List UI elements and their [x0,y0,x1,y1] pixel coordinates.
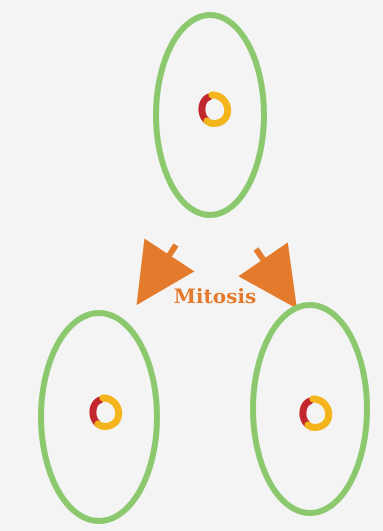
daughter-cell-left [41,313,157,521]
parent-cell [156,15,264,215]
daughter-cell-right-chromosome [303,399,329,427]
chromosome-red-strand [202,97,209,121]
parent-cell-chromosome [202,95,228,123]
daughter-cell-right-membrane [253,305,367,513]
daughter-cell-right [253,305,367,513]
daughter-cell-left-chromosome [93,398,119,426]
arrow-left [153,245,176,280]
chromosome-red-strand [303,401,310,425]
daughter-cell-left-membrane [41,313,157,521]
chromosome-red-strand [93,400,100,424]
arrow-right [256,249,280,284]
process-label: Mitosis [174,284,256,308]
parent-cell-membrane [156,15,264,215]
division-arrows [153,245,280,284]
